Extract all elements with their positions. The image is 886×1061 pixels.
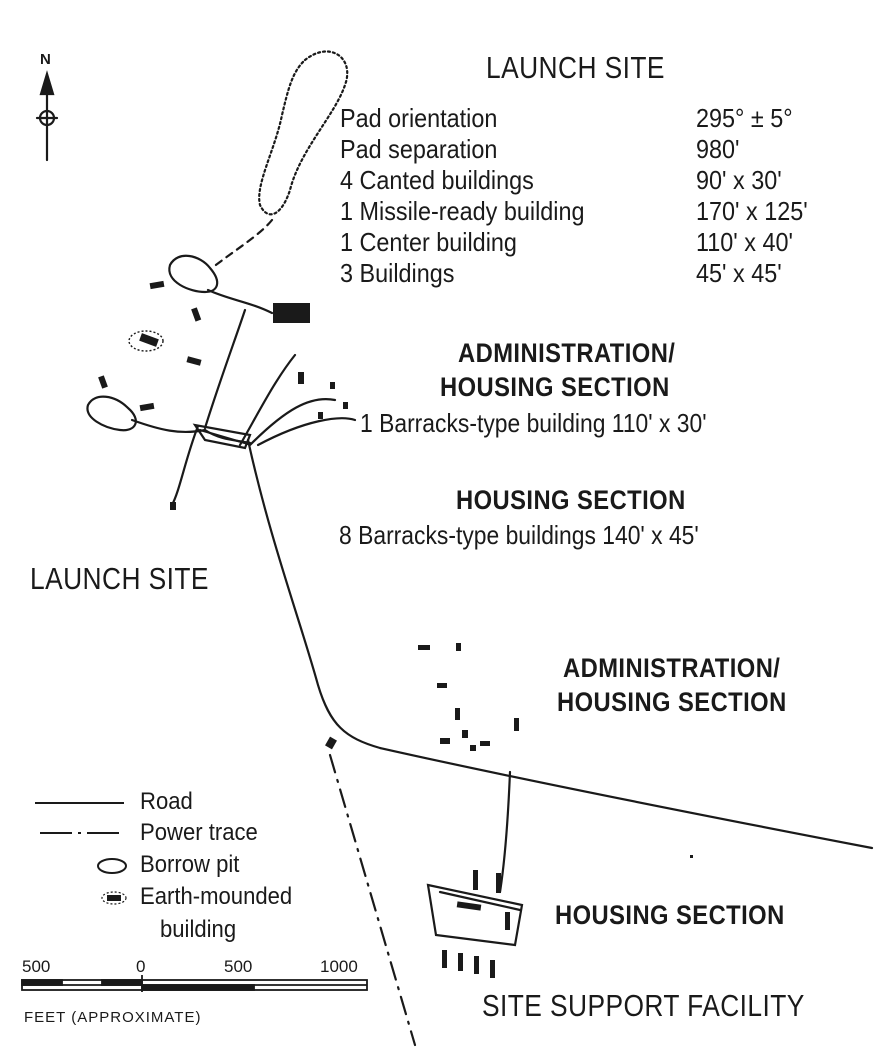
legend-earth-mounded-symbol: [101, 891, 127, 905]
scale-unit-label: FEET (APPROXIMATE): [24, 1009, 202, 1026]
map-label-admin-1: ADMINISTRATION/: [563, 653, 781, 683]
spec-item: 3 Buildings: [340, 258, 455, 288]
main-road: [246, 438, 874, 850]
power-trace-line: [328, 753, 417, 1047]
admin-section-detail: 1 Barracks-type building 110' x 30': [360, 408, 707, 438]
legend-earth-mounded-label-2: building: [160, 916, 237, 943]
launch-site-spec-row: 1 Missile-ready building 170' x 125': [340, 196, 860, 226]
launch-site-spec-row: 4 Canted buildings 90' x 30': [340, 165, 860, 195]
road-north-pad: [206, 288, 274, 315]
housing-section-heading: HOUSING SECTION: [456, 485, 686, 515]
housing-section-detail: 8 Barracks-type buildings 140' x 45': [339, 520, 699, 550]
legend-earth-mounded-label-1: Earth-mounded: [140, 883, 293, 910]
map-label-admin-2: HOUSING SECTION: [557, 687, 787, 717]
launch-pad-south: [86, 395, 137, 432]
legend-borrow-pit-label: Borrow pit: [140, 851, 240, 878]
scale-tick-1000: 1000: [320, 957, 358, 976]
launch-pad-north: [168, 254, 219, 294]
spec-item: Pad separation: [340, 134, 498, 164]
borrow-pit-large: [258, 50, 349, 216]
admin-section-heading-1: ADMINISTRATION/: [458, 338, 676, 368]
legend-borrow-pit-symbol: [97, 858, 127, 874]
map-label-housing: HOUSING SECTION: [555, 900, 785, 930]
scale-tick-0: 0: [136, 957, 146, 976]
admin-section-heading-2: HOUSING SECTION: [440, 372, 670, 402]
legend-power-trace-label: Power trace: [140, 819, 258, 846]
missile-ready-building: [273, 303, 310, 323]
legend-road-label: Road: [140, 788, 193, 815]
housing-block: [426, 883, 524, 947]
spec-value: 980': [696, 134, 740, 164]
spec-item: 4 Canted buildings: [340, 165, 534, 195]
spec-value: 170' x 125': [696, 196, 808, 226]
spec-item: Pad orientation: [340, 103, 498, 133]
launch-site-spec-row: 1 Center building 110' x 40': [340, 227, 860, 257]
spec-value: 45' x 45': [696, 258, 782, 288]
launch-site-spec-row: Pad orientation 295° ± 5°: [340, 103, 860, 133]
scale-tick-500: 500: [224, 957, 253, 976]
scale-tick-500-left: 500: [22, 957, 51, 976]
earth-mounded-building-marker: [128, 330, 164, 352]
spec-item: 1 Center building: [340, 227, 517, 257]
spec-item: 1 Missile-ready building: [340, 196, 585, 226]
spec-value: 90' x 30': [696, 165, 782, 195]
spec-value: 110' x 40': [696, 227, 793, 257]
scale-bar: [21, 975, 368, 992]
spec-value: 295° ± 5°: [696, 103, 793, 133]
launch-site-spec-row: Pad separation 980': [340, 134, 860, 164]
map-label-launch-site: LAUNCH SITE: [30, 561, 209, 596]
power-trace-upper: [210, 218, 274, 270]
launch-site-spec-row: 3 Buildings 45' x 45': [340, 258, 860, 288]
map-label-site-support: SITE SUPPORT FACILITY: [482, 988, 805, 1023]
north-arrow-icon: [35, 70, 59, 162]
launch-site-heading: LAUNCH SITE: [486, 50, 665, 85]
road-spur-housing: [498, 770, 512, 894]
north-label: N: [40, 51, 51, 68]
